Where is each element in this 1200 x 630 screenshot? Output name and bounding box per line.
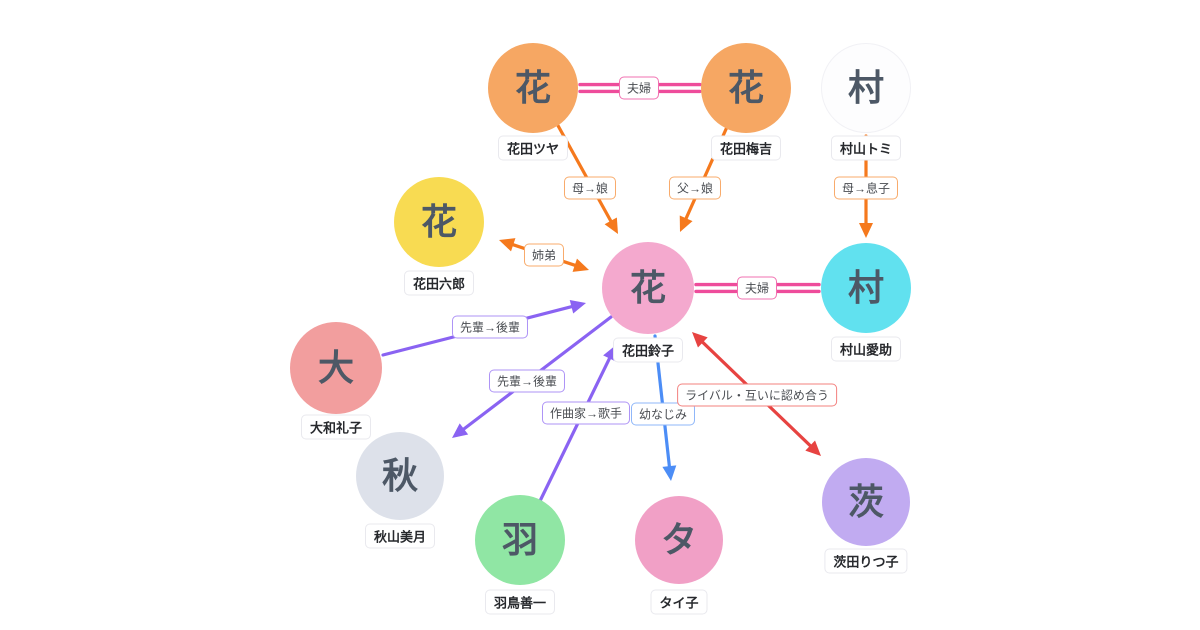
edge-line-suzuko-mizuki	[459, 315, 613, 433]
arrowhead-zenichi-suzuko	[603, 345, 616, 362]
arrowhead-suzuko-taiko	[662, 465, 677, 481]
edge-line-umekichi-suzuko	[683, 125, 729, 223]
arrowhead-rokuro-suzuko	[572, 258, 589, 272]
edge-line-tsuya-suzuko	[554, 120, 614, 226]
arrowhead-tomi-aisuke	[859, 223, 873, 238]
arrowhead-rokuro-suzuko	[499, 238, 516, 252]
edge-line-reiko-suzuko	[381, 304, 576, 357]
edge-line-rokuro-suzuko	[508, 242, 580, 268]
arrowhead-tsuya-suzuko	[604, 217, 618, 234]
edge-line-suzuko-ritsuko	[699, 338, 814, 450]
arrowhead-reiko-suzuko	[569, 299, 586, 314]
edge-line-suzuko-taiko	[653, 334, 672, 471]
arrowhead-umekichi-suzuko	[679, 215, 693, 232]
edge-line-zenichi-suzuko	[538, 354, 613, 503]
